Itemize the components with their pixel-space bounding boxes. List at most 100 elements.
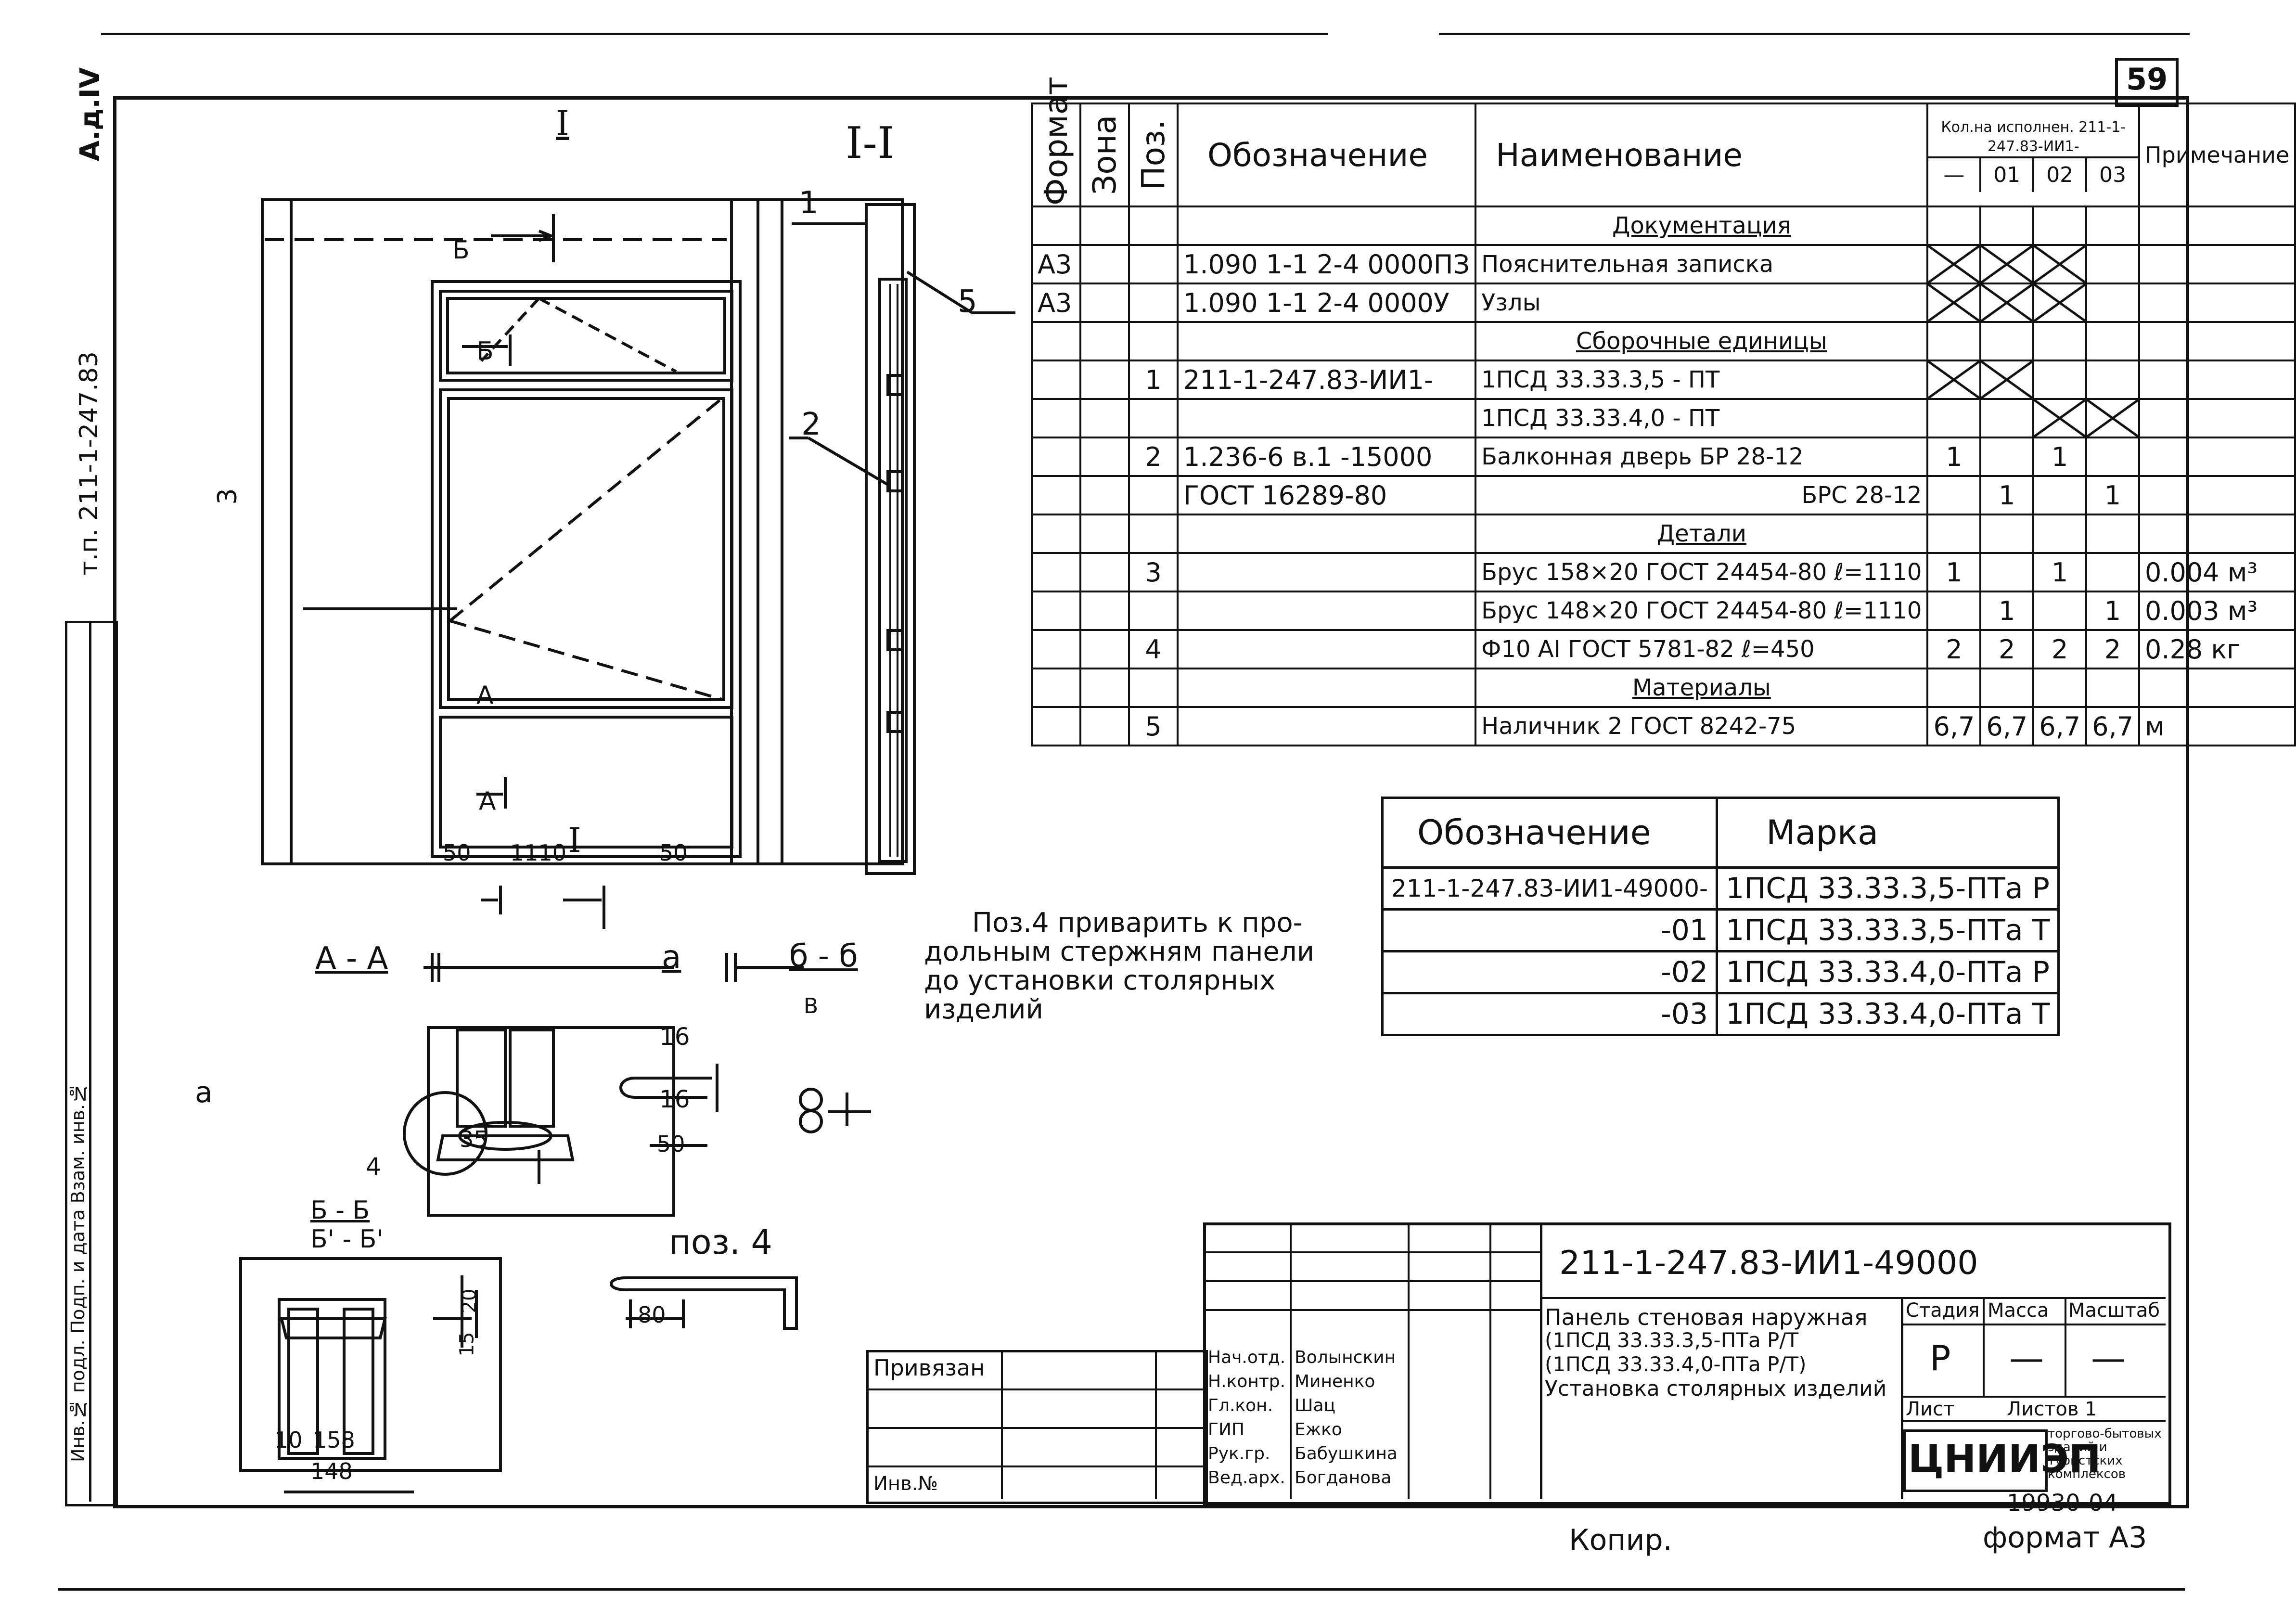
view-aa-label: А - А <box>315 941 388 977</box>
doc-code: 211-1-247.83-ИИ1-49000 <box>1559 1244 1978 1282</box>
spec-cell-zone <box>1079 360 1130 400</box>
spec-cell-qty <box>2032 360 2088 400</box>
spec-cell-note: 0.28 кг <box>2138 629 2296 669</box>
dim-right: 50 <box>659 840 688 866</box>
inventory-number: 19930-04 <box>2007 1490 2118 1517</box>
title-line-4: Установка столярных изделий <box>1545 1376 1887 1401</box>
dim-148: 148 <box>310 1458 353 1484</box>
spec-cell-qty: 1 <box>2085 591 2141 631</box>
spec-cell-zone <box>1079 321 1130 361</box>
spec-cell-qty <box>2032 591 2088 631</box>
spec-cell-designation <box>1176 206 1477 246</box>
spec-cell-format <box>1031 629 1081 669</box>
spec-cell-designation: 1.236-6 в.1 -15000 <box>1176 437 1477 477</box>
node-label-4: 4 <box>366 1153 381 1181</box>
spec-cell-pos: 1 <box>1128 360 1179 400</box>
hdr-zone: Зона <box>1080 103 1129 206</box>
hdr-format: Формат <box>1032 77 1080 206</box>
spec-cell-qty: 1 <box>1926 437 1982 477</box>
stage-grid-line <box>1901 1420 2166 1422</box>
spec-header-row: Формат Зона Поз. Обозначение Наименовани… <box>1032 77 2296 207</box>
spec-cell-qty: 6,7 <box>2032 706 2088 746</box>
stage-value: Р <box>1930 1338 1951 1378</box>
spec-cell-qty <box>1926 398 1982 438</box>
spec-row: Детали <box>1031 514 2296 554</box>
spec-cell-format <box>1031 475 1081 515</box>
hdr-name: Наименование <box>1475 103 1929 207</box>
spec-cell-pos: 2 <box>1128 437 1179 477</box>
stage-box <box>1901 1297 2168 1499</box>
mark-value: 1ПСД 33.33.3,5-ПТа Т <box>1716 908 2060 952</box>
top-border-line <box>101 33 1328 35</box>
hdr-designation: Обозначение <box>1176 103 1477 207</box>
cut-mark-b-top: Б <box>452 236 470 265</box>
role-name: Миненко <box>1295 1372 1375 1391</box>
spec-cell-format <box>1031 514 1081 554</box>
node-label-b: В <box>804 994 819 1018</box>
spec-cell-format <box>1031 437 1081 477</box>
spec-cell-qty <box>1926 283 1982 323</box>
section-profile <box>865 203 916 875</box>
spec-cell-pos <box>1128 398 1179 438</box>
spec-cell-zone <box>1079 514 1130 554</box>
spec-cell-name: Узлы <box>1475 283 1929 323</box>
stage-label: Стадия <box>1906 1299 1980 1322</box>
spec-cell-qty: 2 <box>2085 629 2141 669</box>
left-margin-label: А.д.IV <box>75 67 106 162</box>
callout-1: 1 <box>799 185 819 221</box>
spec-cell-qty <box>2085 244 2141 284</box>
spec-table: Формат Зона Поз. Обозначение Наименовани… <box>1031 77 2296 746</box>
stage-grid-line <box>2065 1297 2066 1396</box>
door-frame <box>431 280 742 858</box>
dim-35: 35 <box>460 1126 488 1152</box>
spec-cell-name: Материалы <box>1475 668 1929 708</box>
drawing-frame <box>113 96 2189 1508</box>
spec-cell-designation: 1.090 1-1 2-4 0000ПЗ <box>1176 244 1477 284</box>
spec-cell-note: 0.003 м³ <box>2138 591 2296 631</box>
mark-designation: -01 <box>1381 908 1719 952</box>
spec-cell-qty <box>1979 514 2035 554</box>
mark-row: -03 1ПСД 33.33.4,0-ПТа Т <box>1381 992 2060 1036</box>
spec-cell-format <box>1031 360 1081 400</box>
detail-bb <box>239 1257 502 1472</box>
stage-grid-line <box>1983 1297 1985 1396</box>
node-a-hook <box>619 1077 712 1099</box>
hdr-qty-col-1: 01 <box>1981 158 2035 192</box>
spec-cell-format <box>1031 591 1081 631</box>
callout-2: 2 <box>801 407 821 442</box>
mark-hdr-designation: Обозначение <box>1381 797 1719 869</box>
note-line-2: дольным стержням панели <box>924 936 1315 967</box>
dim-16-top: 16 <box>659 1023 690 1051</box>
sheet-label: Лист <box>1906 1398 1955 1420</box>
spec-cell-qty <box>2085 283 2141 323</box>
section-label: I-I <box>846 118 895 168</box>
hdr-note: Примечание <box>2138 103 2296 207</box>
title-grid-line <box>1203 1280 1540 1282</box>
bound-grid-line <box>1155 1350 1157 1499</box>
spec-cell-note <box>2138 668 2296 708</box>
spec-cell-qty <box>1979 244 2035 284</box>
spec-cell-qty: 6,7 <box>1979 706 2035 746</box>
spec-cell-zone <box>1079 437 1130 477</box>
spec-cell-name: Документация <box>1475 206 1929 246</box>
spec-cell-qty <box>2085 437 2141 477</box>
note-line-3: до установки столярных <box>924 965 1276 996</box>
spec-cell-name: Детали <box>1475 514 1929 554</box>
spec-cell-zone <box>1079 244 1130 284</box>
role-name: Волынскин <box>1295 1348 1396 1367</box>
spec-cell-format <box>1031 706 1081 746</box>
dim-20: 20 <box>458 1288 481 1313</box>
spec-cell-qty: 2 <box>2032 629 2088 669</box>
cut-mark-a-lower: А <box>476 681 494 710</box>
spec-cell-zone <box>1079 475 1130 515</box>
inv-label: Инв.№ <box>873 1473 938 1495</box>
spec-cell-qty <box>1979 360 2035 400</box>
spec-cell-qty: 1 <box>2032 437 2088 477</box>
spec-cell-qty: 1 <box>2032 552 2088 592</box>
spec-cell-name: Брус 148×20 ГОСТ 24454-80 ℓ=1110 <box>1475 591 1929 631</box>
